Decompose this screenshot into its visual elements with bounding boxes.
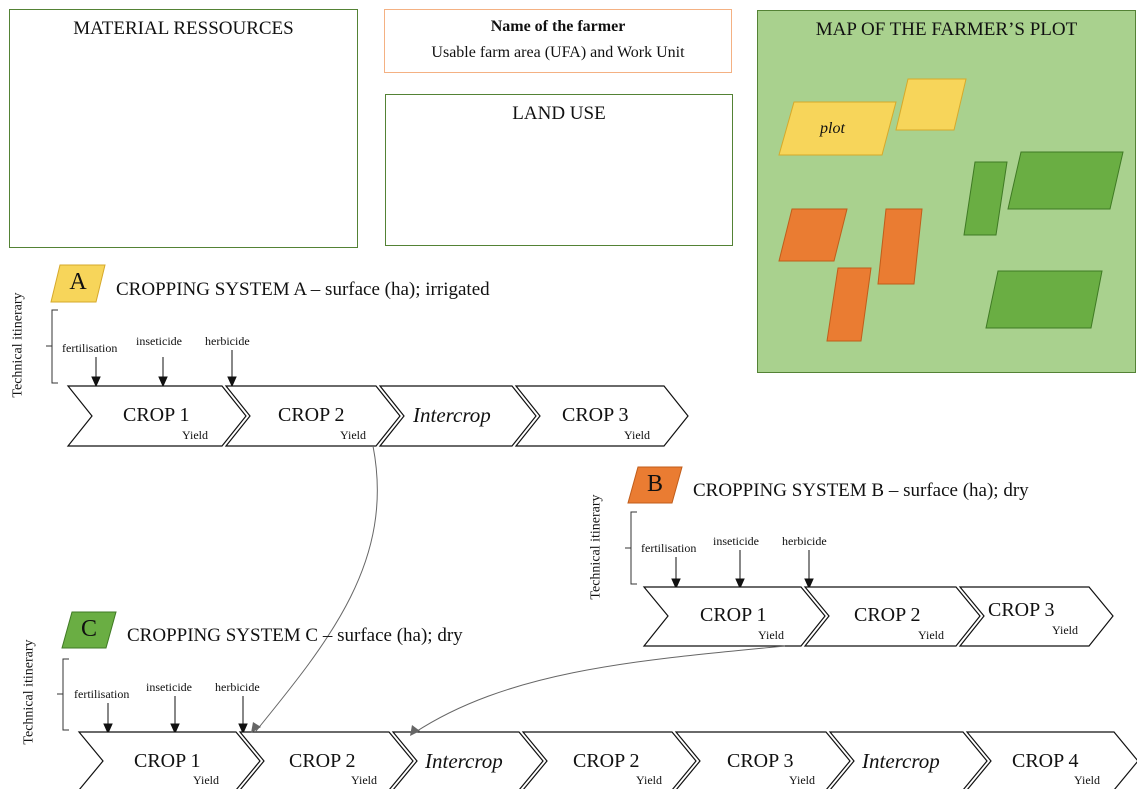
- system-c-intercrop-2: Intercrop: [862, 749, 940, 773]
- system-c-chevrons: [77, 731, 1137, 789]
- plot-parcel-green: [963, 161, 1008, 236]
- system-a-letter: A: [69, 269, 87, 295]
- system-c-yield-3: Yield: [636, 773, 662, 787]
- system-a-crop-1: CROP 1: [123, 404, 190, 426]
- system-c-crop-2: CROP 2: [289, 750, 356, 772]
- system-a-chevrons: [66, 385, 689, 447]
- operation-arrows: [91, 350, 814, 735]
- map-title: MAP OF THE FARMER’S PLOT: [815, 19, 1078, 40]
- link-b-crop1-to-c-crop2: [413, 645, 786, 734]
- plot-parcel-orange: [826, 267, 872, 342]
- chevron-b-3: [958, 586, 1114, 647]
- system-a-yield-3: Yield: [624, 428, 650, 442]
- system-b-op-herbicide: herbicide: [782, 534, 827, 548]
- farmer-info-box: Name of the farmer Usable farm area (UFA…: [384, 9, 732, 73]
- chevron-a-3: [378, 385, 537, 447]
- itinerary-bracket-c: [57, 658, 69, 731]
- system-c-itinerary-label: Technical itinerary: [21, 639, 37, 745]
- system-a-yield-2: Yield: [340, 428, 366, 442]
- chevron-a-1: [66, 385, 247, 447]
- land-use-title: LAND USE: [512, 103, 606, 124]
- system-a-crop-2: CROP 2: [278, 404, 345, 426]
- farmer-area: Usable farm area (UFA) and Work Unit: [431, 44, 685, 61]
- plot-parcel-orange: [778, 208, 848, 262]
- system-c-letter: C: [80, 616, 97, 642]
- map-parcels: [778, 78, 1124, 342]
- plot-parcel-yellow: [778, 101, 897, 156]
- system-c-title: CROPPING SYSTEM C – surface (ha); dry: [127, 625, 463, 646]
- link-arrowhead: [251, 722, 261, 733]
- itinerary-bracket-a: [46, 309, 58, 384]
- farmer-name: Name of the farmer: [490, 18, 626, 35]
- system-b-op-inseticide: inseticide: [713, 534, 759, 548]
- chevron-c-2: [238, 731, 414, 789]
- system-c-yield-1: Yield: [193, 773, 219, 787]
- system-c-yield-5: Yield: [1074, 773, 1100, 787]
- system-c-crop-1: CROP 1: [134, 750, 201, 772]
- system-b-op-fertilisation: fertilisation: [641, 541, 697, 555]
- itinerary-bracket-b: [625, 511, 637, 585]
- chevron-a-4: [514, 385, 689, 447]
- system-c-yield-4: Yield: [789, 773, 815, 787]
- chevron-a-2: [224, 385, 401, 447]
- plot-label: plot: [820, 120, 845, 137]
- farmer-plot-map: MAP OF THE FARMER’S PLOT: [757, 10, 1136, 373]
- system-a-op-herbicide: herbicide: [205, 334, 250, 348]
- chevron-b-2: [803, 586, 981, 647]
- plot-parcel-orange: [877, 208, 923, 285]
- plot-parcel-green: [1007, 151, 1124, 210]
- system-b-crop-3: CROP 3: [988, 599, 1055, 621]
- system-b-crop-1: CROP 1: [700, 604, 767, 626]
- system-c-crop-4: CROP 4: [1012, 750, 1079, 772]
- system-b-itinerary-label: Technical itinerary: [588, 494, 604, 600]
- system-a-op-fertilisation: fertilisation: [62, 341, 118, 355]
- plot-parcel-green: [985, 270, 1103, 329]
- system-a-crop-3: CROP 3: [562, 404, 629, 426]
- link-arrowhead: [410, 725, 420, 736]
- system-b-yield-2: Yield: [918, 628, 944, 642]
- system-c-intercrop-1: Intercrop: [425, 749, 503, 773]
- system-b-letter: B: [646, 471, 663, 497]
- chevron-c-4: [521, 731, 697, 789]
- system-a-intercrop: Intercrop: [413, 403, 491, 427]
- system-b-yield-3: Yield: [1052, 623, 1078, 637]
- system-c-crop-2b: CROP 2: [573, 750, 640, 772]
- chevron-b-1: [642, 586, 826, 647]
- material-resources-box: MATERIAL RESSOURCES: [9, 9, 358, 248]
- chevron-c-3: [391, 731, 544, 789]
- system-c-crop-3: CROP 3: [727, 750, 794, 772]
- system-a-badge: [50, 264, 106, 303]
- chevron-c-6: [828, 731, 988, 789]
- system-b-chevrons: [642, 586, 1114, 647]
- system-a-title: CROPPING SYSTEM A – surface (ha); irriga…: [116, 279, 490, 300]
- system-c-op-herbicide: herbicide: [215, 680, 260, 694]
- system-b-badge: [627, 466, 683, 504]
- material-resources-title: MATERIAL RESSOURCES: [73, 18, 294, 39]
- system-b-yield-1: Yield: [758, 628, 784, 642]
- system-c-yield-2: Yield: [351, 773, 377, 787]
- chevron-c-7: [965, 731, 1137, 789]
- system-b-title: CROPPING SYSTEM B – surface (ha); dry: [693, 480, 1029, 501]
- system-c-badge: [61, 611, 117, 649]
- system-a-yield-1: Yield: [182, 428, 208, 442]
- system-b-crop-2: CROP 2: [854, 604, 921, 626]
- chevron-c-5: [674, 731, 851, 789]
- land-use-box: LAND USE: [385, 94, 733, 246]
- link-a-crop2-to-c-crop2: [255, 445, 378, 732]
- rotation-links: [255, 445, 786, 734]
- system-a-itinerary-label: Technical itinerary: [10, 292, 26, 398]
- system-a-op-inseticide: inseticide: [136, 334, 182, 348]
- system-c-op-fertilisation: fertilisation: [74, 687, 130, 701]
- system-c-op-inseticide: inseticide: [146, 680, 192, 694]
- chevron-c-1: [77, 731, 261, 789]
- plot-parcel-yellow: [895, 78, 967, 131]
